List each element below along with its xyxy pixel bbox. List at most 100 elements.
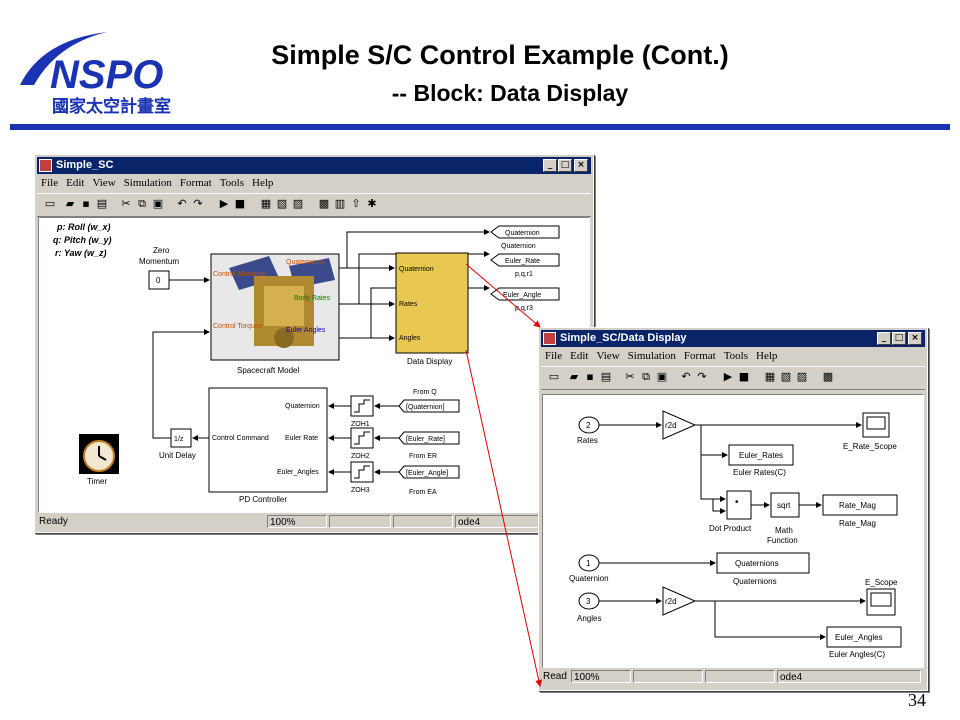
build-icon[interactable]: ▦ — [764, 370, 776, 383]
update-icon[interactable]: ▧ — [780, 370, 792, 383]
goto-euler-rate-text: Euler_Rate — [505, 258, 540, 265]
open-icon[interactable]: ▰ — [569, 370, 579, 383]
paste-icon[interactable]: ▣ — [656, 370, 668, 383]
stop-icon[interactable]: ■ — [738, 370, 750, 383]
library-icon[interactable]: ▩ — [318, 197, 330, 210]
save-icon[interactable]: ▪ — [586, 370, 594, 383]
menu-file[interactable]: File — [545, 350, 563, 362]
from-euler-angle[interactable] — [398, 465, 460, 479]
rate-mag-block[interactable] — [822, 494, 898, 516]
legend-q: q: Pitch (w_y) — [53, 235, 112, 245]
legend-p: p: Roll (w_x) — [56, 222, 111, 232]
euler-angles-block[interactable] — [826, 626, 902, 648]
incremental-icon[interactable]: ▨ — [292, 197, 304, 210]
minimize-button[interactable]: _ — [877, 332, 891, 345]
menu-edit[interactable]: Edit — [570, 350, 589, 362]
gain-r2d-1[interactable] — [662, 410, 697, 440]
library-icon[interactable]: ▩ — [822, 370, 834, 383]
unit-delay-block[interactable] — [170, 428, 192, 448]
minimize-button[interactable]: _ — [543, 159, 557, 172]
window-title-bar[interactable]: Simple_SC _ □ × — [37, 157, 591, 174]
undo-icon[interactable]: ↶ — [681, 370, 691, 383]
maximize-button[interactable]: □ — [892, 332, 906, 345]
explorer-icon[interactable]: ▥ — [334, 197, 346, 210]
e-rate-scope-label: E_Rate_Scope — [843, 442, 897, 451]
data-display-block[interactable] — [395, 252, 469, 354]
from-quaternion[interactable] — [398, 399, 460, 413]
redo-icon[interactable]: ↷ — [193, 197, 203, 210]
goto-euler-rate-label: p,q,r1 — [515, 271, 533, 278]
cut-icon[interactable]: ✂ — [121, 197, 131, 210]
maximize-button[interactable]: □ — [558, 159, 572, 172]
cut-icon[interactable]: ✂ — [625, 370, 635, 383]
parent-icon[interactable]: ⇧ — [351, 197, 361, 210]
status-cell — [633, 670, 703, 683]
toolbar: ▭ ▰ ▪ ▤ ✂ ⧉ ▣ ↶ ↷ ▶ ■ ▦ ▧ ▨ ▩ ▥ ⇧ ✱ — [37, 193, 591, 217]
menu-format[interactable]: Format — [179, 177, 212, 189]
print-icon[interactable]: ▤ — [96, 197, 108, 210]
zoh1-block[interactable] — [350, 395, 374, 417]
model-canvas-1[interactable]: p: Roll (w_x) q: Pitch (w_y) r: Yaw (w_z… — [38, 217, 590, 513]
window-title-bar[interactable]: Simple_SC/Data Display _ □ × — [541, 330, 925, 347]
from-euler-rate[interactable] — [398, 431, 460, 445]
print-icon[interactable]: ▤ — [600, 370, 612, 383]
from-q-label: From Q — [413, 389, 437, 396]
inport-quaternion-label: Quaternion — [569, 574, 609, 583]
copy-icon[interactable]: ⧉ — [642, 370, 650, 383]
save-icon[interactable]: ▪ — [82, 197, 90, 210]
zoh3-label: ZOH3 — [351, 487, 370, 494]
incremental-icon[interactable]: ▨ — [796, 370, 808, 383]
close-button[interactable]: × — [574, 159, 588, 172]
model-canvas-2[interactable]: 2 Rates r2d E_Rate_Scope Euler_Rates Eul… — [542, 394, 924, 668]
menu-view[interactable]: View — [92, 177, 116, 189]
new-icon[interactable]: ▭ — [548, 370, 560, 383]
menu-tools[interactable]: Tools — [219, 177, 244, 189]
close-button[interactable]: × — [908, 332, 922, 345]
rate-mag-text: Rate_Mag — [839, 501, 876, 510]
status-cell — [393, 515, 453, 528]
redo-icon[interactable]: ↷ — [697, 370, 707, 383]
pd-in-euler-angles: Euler_Angles — [277, 469, 319, 476]
debug-icon[interactable]: ✱ — [367, 197, 377, 210]
paste-icon[interactable]: ▣ — [152, 197, 164, 210]
zoh2-block[interactable] — [350, 427, 374, 449]
menu-view[interactable]: View — [596, 350, 620, 362]
zoh1-label: ZOH1 — [351, 421, 370, 428]
menu-bar: File Edit View Simulation Format Tools Help — [541, 348, 925, 365]
nspo-logo: NSPO 國家太空計畫室 — [12, 30, 197, 120]
menu-edit[interactable]: Edit — [66, 177, 85, 189]
timer-clock-icon[interactable] — [79, 434, 119, 474]
gain-r2d-1-text: r2d — [665, 421, 677, 430]
quaternions-block[interactable] — [716, 552, 810, 574]
update-icon[interactable]: ▧ — [276, 197, 288, 210]
gain-r2d-2[interactable] — [662, 586, 697, 616]
pd-controller-block[interactable] — [208, 387, 328, 493]
unit-delay-text: 1/z — [174, 436, 184, 443]
start-icon[interactable]: ▶ — [219, 197, 229, 210]
status-cell — [705, 670, 775, 683]
undo-icon[interactable]: ↶ — [177, 197, 187, 210]
slide-subtitle: -- Block: Data Display — [391, 80, 629, 106]
menu-simulation[interactable]: Simulation — [123, 177, 172, 189]
copy-icon[interactable]: ⧉ — [138, 197, 146, 210]
menu-simulation[interactable]: Simulation — [627, 350, 676, 362]
menu-bar: File Edit View Simulation Format Tools Help — [37, 175, 591, 192]
start-icon[interactable]: ▶ — [723, 370, 733, 383]
logo-subtext: 國家太空計畫室 — [52, 96, 171, 116]
menu-help[interactable]: Help — [756, 350, 778, 362]
menu-format[interactable]: Format — [683, 350, 716, 362]
menu-tools[interactable]: Tools — [723, 350, 748, 362]
zoh3-block[interactable] — [350, 461, 374, 483]
status-cell — [329, 515, 391, 528]
dot-product-block[interactable] — [726, 490, 752, 520]
menu-help[interactable]: Help — [252, 177, 274, 189]
euler-rates-block[interactable] — [728, 444, 794, 466]
open-icon[interactable]: ▰ — [65, 197, 75, 210]
menu-file[interactable]: File — [41, 177, 59, 189]
stop-icon[interactable]: ■ — [234, 197, 246, 210]
quaternions-text: Quaternions — [735, 559, 779, 568]
build-icon[interactable]: ▦ — [260, 197, 272, 210]
goto-quaternion[interactable] — [490, 225, 560, 239]
new-icon[interactable]: ▭ — [44, 197, 56, 210]
math-function-block[interactable] — [770, 492, 800, 518]
